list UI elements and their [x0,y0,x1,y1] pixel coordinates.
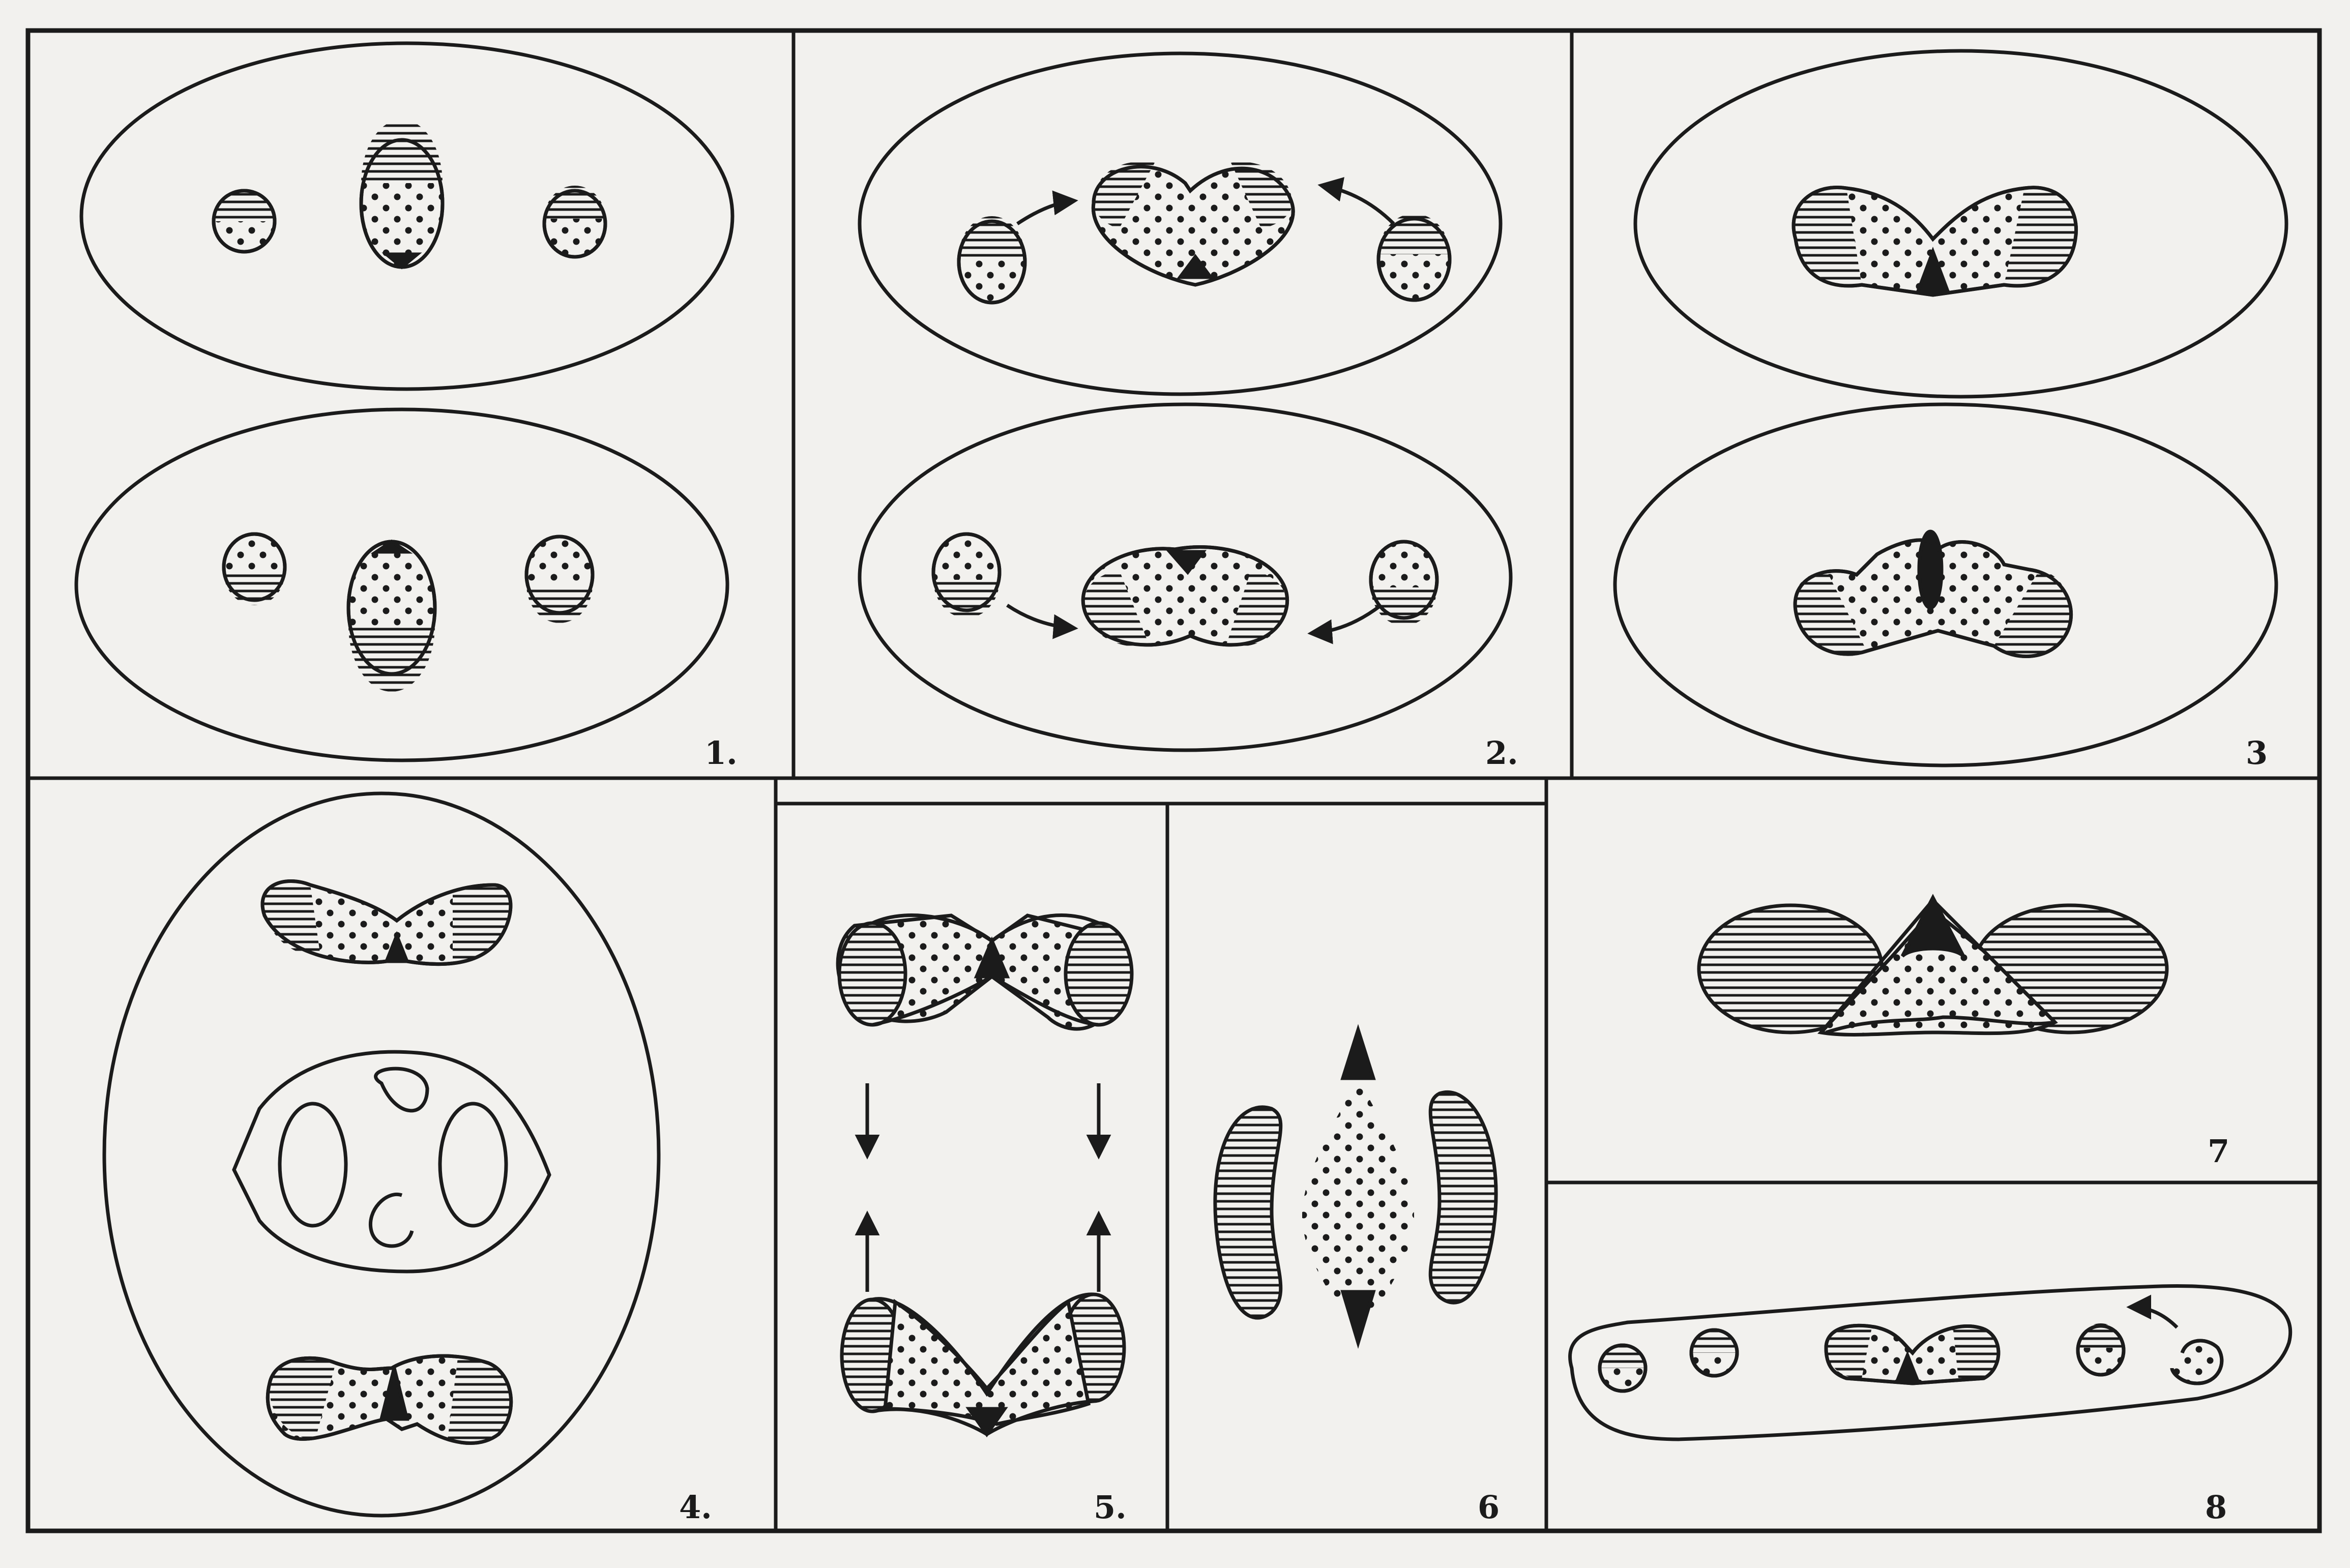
arrow [1017,201,1073,224]
nucleus [214,191,275,252]
nucleus [1691,1330,1737,1376]
nucleus [544,186,605,257]
panel-8 [1570,1286,2290,1439]
chromosome-bar [1215,1107,1281,1318]
nucleus [526,537,593,623]
nucleus [348,542,435,692]
panel-1 [76,43,732,760]
panel-7 [1699,898,2167,1034]
nucleus-fusing [1093,162,1293,285]
panel-5 [838,915,1132,1434]
nucleus-fused [1826,1325,1999,1383]
chromosome-bar [1430,1092,1496,1303]
panel-label-3: 3 [2246,734,2268,772]
nucleus-fused [1794,187,2076,295]
nucleus-fused [1795,531,2071,656]
nucleus [1371,542,1437,626]
arrow [1323,186,1394,224]
nucleus [933,534,1000,618]
panel-6 [1215,1030,1496,1343]
nucleus [2078,1323,2124,1375]
spindle-pole [1343,1030,1373,1078]
nucleus [959,216,1025,303]
panel-label-4: 4. [679,1489,712,1526]
arrow [1312,605,1381,633]
arrow [1007,605,1073,628]
nucleus [2172,1341,2222,1383]
panel-label-7: 7 [2208,1133,2229,1170]
panel-label-2: 2. [1485,734,1518,772]
nucleus [1378,214,1450,300]
zygote-body [234,1052,549,1271]
panel-label-1: 1. [704,734,738,772]
panel-label-5: 5. [1094,1489,1127,1526]
nucleus [1600,1345,1646,1391]
panel-label-6: 6 [1478,1489,1500,1526]
nucleus [224,534,285,605]
nucleus-fused [262,881,511,964]
chromosome-group-upper [838,915,1132,1029]
panel-2 [860,53,1511,750]
panel-label-8: 8 [2205,1489,2227,1526]
arrow [2131,1307,2177,1327]
chromosome-group-lower [842,1294,1124,1434]
nucleus [361,120,443,267]
panel-3 [1615,51,2286,765]
panel-4 [104,793,659,1516]
nucleus-fusing [1083,547,1287,647]
nucleus-fused [268,1356,511,1443]
